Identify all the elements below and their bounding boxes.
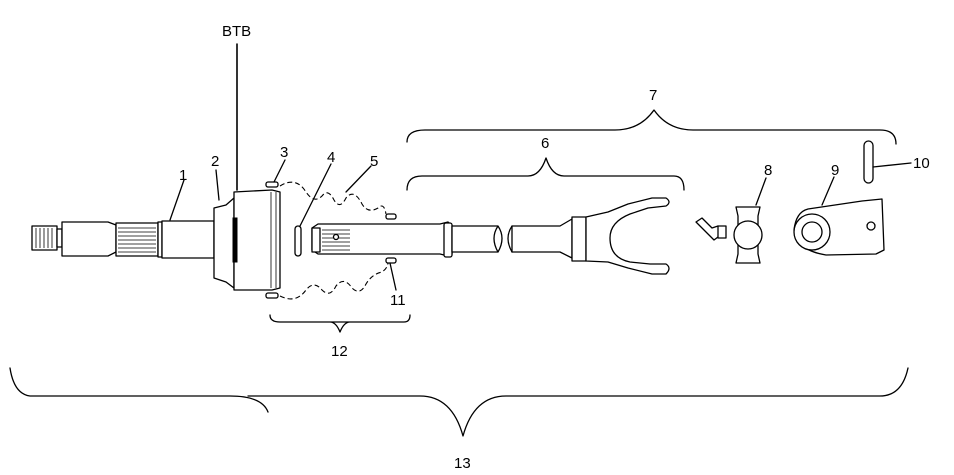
part-3-clamp [265, 181, 279, 299]
part-11-clamp [385, 213, 397, 264]
thread-lines [35, 228, 53, 248]
bracket-6 [406, 157, 685, 191]
callout-labels: BTB 1 2 3 4 5 6 7 8 9 10 11 12 13 [179, 23, 930, 472]
part-2-cv-housing [213, 189, 281, 291]
part-6-shaft-yoke [311, 197, 670, 275]
part-8-cross-bearing [695, 206, 763, 264]
bracket-13 [9, 367, 909, 437]
callout-6: 6 [541, 135, 549, 152]
leader-lines [169, 43, 912, 291]
part-5-boot [279, 181, 389, 300]
callout-2: 2 [211, 153, 219, 170]
bracket-12 [269, 314, 411, 333]
callout-11: 11 [390, 292, 406, 309]
callout-7: 7 [649, 87, 657, 104]
callout-10: 10 [913, 155, 930, 172]
part-1-stub-shaft [31, 220, 215, 259]
callout-9: 9 [831, 162, 839, 179]
callout-13: 13 [454, 455, 471, 472]
callout-1: 1 [179, 167, 187, 184]
callout-8: 8 [764, 162, 772, 179]
btb-marker-label: BTB [222, 23, 251, 40]
part-10-pin [863, 140, 874, 184]
callout-12: 12 [331, 343, 348, 360]
callout-4: 4 [327, 149, 335, 166]
bracket-7 [406, 109, 897, 145]
callout-3: 3 [280, 144, 288, 161]
part-4-snap-ring [294, 225, 302, 257]
brackets [9, 109, 909, 437]
btb-band [232, 217, 238, 263]
callout-5: 5 [370, 153, 378, 170]
part-9-flange [793, 198, 885, 256]
